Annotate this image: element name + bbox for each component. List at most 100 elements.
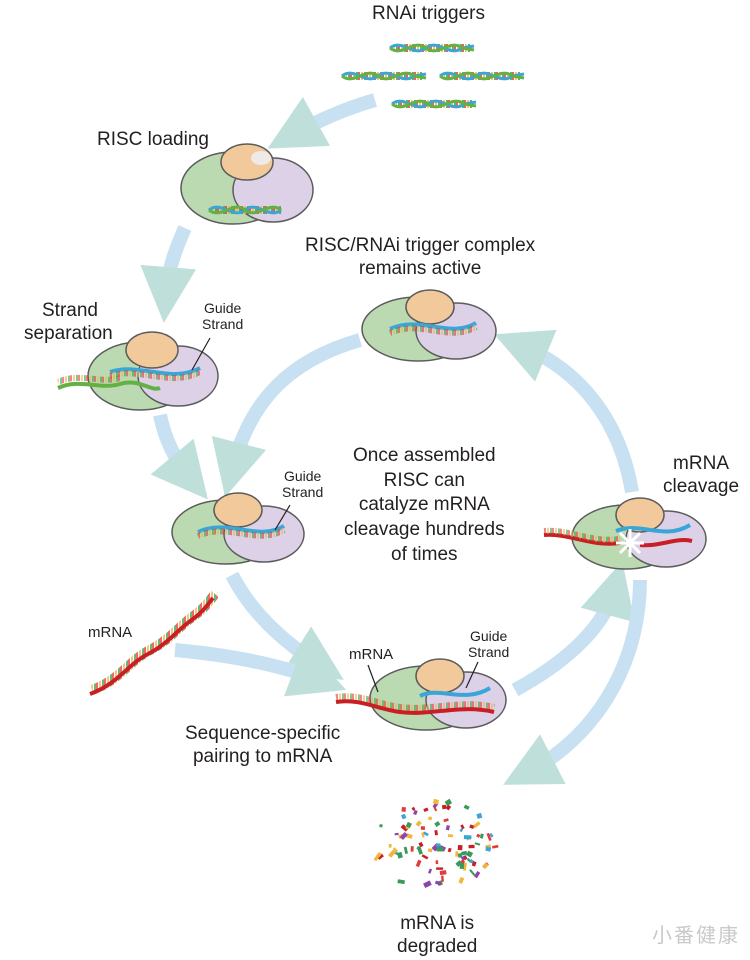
cycle-arrows <box>140 93 647 785</box>
label-mrna-pairing: mRNA <box>349 646 394 663</box>
mrna-fragment <box>445 804 452 811</box>
mrna-fragment <box>476 812 483 819</box>
mrna-fragment <box>401 813 407 820</box>
mrna-fragment <box>415 859 422 868</box>
mrna-fragment <box>415 820 422 827</box>
mrna-fragment <box>463 835 472 840</box>
mrna-fragment <box>436 867 444 870</box>
mrna-fragment <box>423 807 429 812</box>
mrna-fragment <box>420 826 426 830</box>
mrna-fragment <box>423 880 432 888</box>
mrna-fragment <box>447 847 452 853</box>
arrow-active-to-assembled <box>211 333 362 498</box>
mrna-fragment <box>443 818 449 823</box>
mrna-fragment <box>411 806 416 811</box>
mrna-fragment <box>476 833 481 838</box>
mrna-fragment <box>388 849 397 858</box>
mrna-fragment <box>432 798 440 805</box>
mrna-fragment <box>435 860 439 865</box>
mrna-fragment <box>492 844 499 849</box>
mrna-fragment <box>455 860 463 867</box>
mrna-fragment <box>400 824 409 832</box>
label-risc-loading: RISC loading <box>97 129 209 150</box>
mrna-fragment <box>463 855 468 860</box>
mrna-fragment <box>457 853 463 858</box>
arrow-assembled-to-pairing <box>225 571 344 680</box>
mrna-fragment <box>472 821 481 829</box>
mrna-fragment <box>455 851 459 857</box>
mrna-fragment <box>376 851 382 857</box>
guide-strand-pointer-1 <box>191 337 211 371</box>
watermark: 小番健康 <box>652 923 740 947</box>
label-rnai-triggers: RNAi triggers <box>372 3 485 24</box>
mrna-fragment <box>422 831 429 837</box>
mrna-fragment <box>469 869 476 877</box>
mrna-fragment <box>441 804 447 810</box>
mrna-fragment <box>428 816 432 821</box>
mrna-fragment <box>457 844 463 851</box>
mrna-fragments <box>373 798 499 888</box>
arrow-cleavage-to-active <box>494 329 639 494</box>
mrna-fragment <box>428 868 433 874</box>
mrna-fragment <box>479 833 484 839</box>
mrna-fragment <box>463 804 470 810</box>
arrow-cleavage-to-degraded <box>503 579 647 785</box>
mrna-fragment <box>436 846 444 852</box>
mrna-fragment <box>473 871 481 879</box>
arrow-pairing-to-cleavage <box>511 560 635 697</box>
duplex-2 <box>341 71 427 81</box>
risc-complex-active <box>361 289 497 362</box>
mrna-fragment <box>447 834 454 838</box>
rnai-trigger-duplexes <box>341 43 525 109</box>
risc-complex-separation <box>56 331 219 411</box>
mrna-fragment <box>394 832 399 836</box>
mrna-fragment <box>410 846 414 852</box>
cleavage-burst-icon <box>616 529 644 557</box>
duplex-1 <box>389 43 475 53</box>
mrna-fragment <box>388 843 392 848</box>
mrna-fragment <box>444 798 453 807</box>
duplex-3 <box>439 71 525 81</box>
arrow-mrna-to-pairing <box>174 643 347 697</box>
mrna-fragment <box>435 843 441 847</box>
mrna-fragment <box>482 862 489 869</box>
mrna-fragment <box>471 861 477 867</box>
mrna-fragment <box>413 809 418 816</box>
guide-strand-pointer-2 <box>274 504 291 531</box>
mrna-fragment <box>421 832 425 838</box>
mrna-fragment <box>405 821 412 829</box>
mrna-fragment <box>469 824 475 830</box>
mrna-fragment <box>474 842 481 846</box>
mrna-fragment <box>403 846 409 854</box>
duplex-4 <box>391 99 477 109</box>
arrow-triggers-to-loading <box>267 93 377 149</box>
mrna-fragment <box>396 851 403 859</box>
risc-complex-loading <box>180 143 314 225</box>
mrna-fragment <box>399 831 408 840</box>
mrna-pointer <box>367 664 379 693</box>
mrna-fragment <box>460 824 465 830</box>
mrna-fragment <box>466 850 474 858</box>
mrna-fragment <box>418 841 424 848</box>
mrna-fragment <box>397 879 405 885</box>
mrna-fragment <box>377 853 384 860</box>
mrna-fragment <box>434 880 442 886</box>
mrna-fragment <box>461 850 468 856</box>
label-strand-separation: Strand separation <box>24 300 113 344</box>
mrna-strand-free <box>89 590 219 696</box>
mrna-fragment <box>458 876 465 884</box>
mrna-fragment <box>445 825 450 831</box>
mrna-fragment <box>416 846 423 855</box>
mrna-fragment <box>485 846 492 852</box>
label-mrna-free: mRNA <box>88 624 133 641</box>
mrna-fragment <box>486 832 492 842</box>
arrow-loading-to-separation <box>140 225 197 323</box>
risc-complex-cleavage <box>543 497 707 570</box>
